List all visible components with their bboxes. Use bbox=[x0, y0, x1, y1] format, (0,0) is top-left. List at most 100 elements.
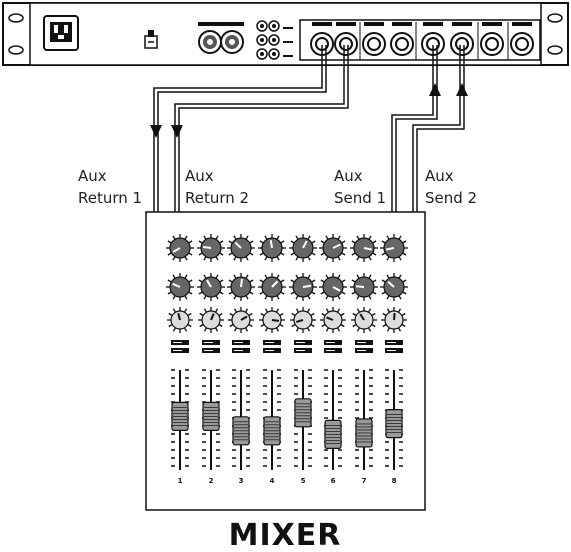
knob-tick bbox=[264, 235, 268, 240]
aux-return-1-arrow-down bbox=[150, 125, 162, 138]
rack-mount-hole-bl bbox=[8, 45, 24, 55]
knob-tick bbox=[356, 308, 361, 313]
knob-pointer bbox=[240, 278, 243, 288]
knob-tick bbox=[386, 308, 391, 313]
knob-tick bbox=[356, 327, 361, 332]
knob-tick bbox=[276, 274, 280, 279]
knob-tick bbox=[311, 279, 316, 283]
quarter-inch-jack-ring bbox=[455, 37, 469, 51]
knob-tick bbox=[245, 274, 249, 279]
knob-tick bbox=[402, 240, 407, 244]
knob-tick bbox=[188, 279, 193, 283]
rack-mount-hole-br bbox=[547, 45, 563, 55]
knob-pointer bbox=[295, 319, 304, 323]
mini-switch-center bbox=[260, 24, 264, 28]
knob-tick bbox=[259, 279, 264, 283]
knob-tick bbox=[218, 323, 223, 328]
jack-label-tab bbox=[512, 22, 532, 26]
knob-tick bbox=[167, 291, 172, 295]
knob-tick bbox=[398, 295, 402, 300]
xlr-jack-pin bbox=[229, 39, 235, 45]
aux-return-1-cable-b bbox=[157, 45, 327, 212]
knob-tick bbox=[368, 274, 372, 279]
knob-tick bbox=[219, 279, 224, 283]
knob-tick bbox=[214, 308, 219, 313]
knob-tick bbox=[215, 295, 219, 300]
channel-number: 1 bbox=[178, 477, 183, 485]
knob-tick bbox=[290, 252, 295, 256]
knob-tick bbox=[291, 312, 296, 317]
knob-tick bbox=[184, 274, 188, 279]
knob-tick bbox=[382, 312, 387, 317]
knob-tick bbox=[381, 291, 386, 295]
knob-tick bbox=[187, 323, 192, 328]
knob-tick bbox=[351, 291, 356, 295]
knob-tick bbox=[183, 308, 188, 313]
knob-tick bbox=[276, 256, 280, 261]
mini-switch-center bbox=[272, 52, 276, 56]
knob-tick bbox=[372, 252, 377, 256]
knob-tick bbox=[172, 295, 176, 300]
knob-tick bbox=[372, 240, 377, 244]
knob-tick bbox=[215, 235, 219, 240]
knob-tick bbox=[386, 235, 390, 240]
knob-tick bbox=[321, 312, 326, 317]
knob-tick bbox=[203, 235, 207, 240]
knob-tick bbox=[264, 327, 269, 332]
knob-tick bbox=[172, 235, 176, 240]
knob-tick bbox=[351, 252, 356, 256]
mixer-buttons bbox=[171, 340, 403, 353]
knob-tick bbox=[228, 291, 233, 295]
knob-tick bbox=[320, 252, 325, 256]
knob-tick bbox=[218, 312, 223, 317]
knob-pointer bbox=[385, 247, 395, 251]
knob-tick bbox=[198, 252, 203, 256]
knob-tick bbox=[386, 327, 391, 332]
knob-tick bbox=[381, 240, 386, 244]
knob-tick bbox=[276, 295, 280, 300]
knob-tick bbox=[351, 279, 356, 283]
knob-tick bbox=[264, 274, 268, 279]
knob-tick bbox=[320, 240, 325, 244]
knob-tick bbox=[386, 295, 390, 300]
knob-tick bbox=[325, 235, 329, 240]
knob-tick bbox=[381, 252, 386, 256]
quarter-inch-jack-ring bbox=[395, 37, 409, 51]
aux-send-2-cable bbox=[412, 45, 461, 212]
jack-label-tab bbox=[364, 22, 384, 26]
knob-tick bbox=[184, 295, 188, 300]
knob-tick bbox=[306, 327, 311, 332]
knob-tick bbox=[290, 279, 295, 283]
knob-tick bbox=[306, 308, 311, 313]
knob-pointer bbox=[359, 313, 365, 321]
aux-send-2-label-line2: Send 2 bbox=[425, 189, 477, 207]
knob-tick bbox=[233, 235, 237, 240]
mini-switch-center bbox=[260, 38, 264, 42]
knob-tick bbox=[320, 279, 325, 283]
channel-number: 5 bbox=[301, 477, 306, 485]
knob-tick bbox=[279, 323, 284, 328]
xlr-label-tab bbox=[220, 22, 244, 26]
knob-pointer bbox=[172, 282, 181, 288]
knob-tick bbox=[310, 323, 315, 328]
knob-pointer bbox=[363, 247, 373, 251]
aux-send-2-arrow-up bbox=[456, 83, 468, 96]
knob-tick bbox=[295, 235, 299, 240]
aux-send-1-label-line1: Aux bbox=[334, 167, 363, 185]
cables bbox=[153, 45, 465, 212]
quarter-inch-jack-ring bbox=[339, 37, 353, 51]
knob-tick bbox=[310, 312, 315, 317]
knob-tick bbox=[203, 327, 208, 332]
jack-label-tab bbox=[452, 22, 472, 26]
knob-tick bbox=[188, 291, 193, 295]
knob-tick bbox=[167, 240, 172, 244]
knob-tick bbox=[351, 240, 356, 244]
knob-tick bbox=[397, 308, 402, 313]
knob-tick bbox=[260, 323, 265, 328]
quarter-inch-jack-ring bbox=[367, 37, 381, 51]
aux-return-2-cable bbox=[174, 45, 345, 212]
aux-return-2-label-line2: Return 2 bbox=[185, 189, 249, 207]
knob-tick bbox=[340, 312, 345, 317]
knob-tick bbox=[398, 235, 402, 240]
